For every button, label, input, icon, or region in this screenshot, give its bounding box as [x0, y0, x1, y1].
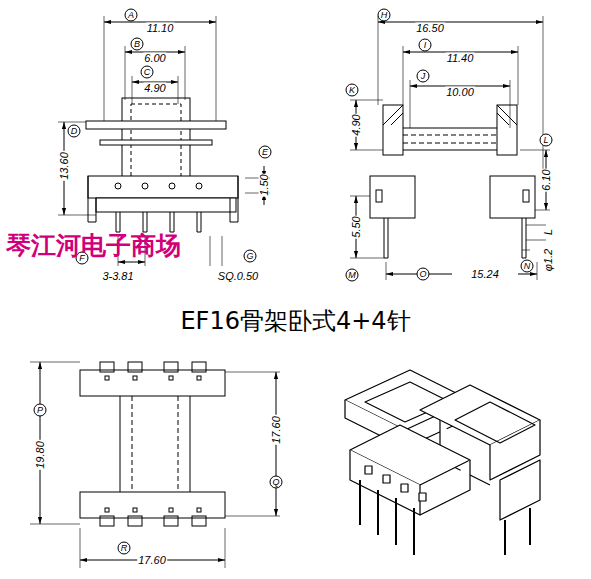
dimension-value: 17.60 — [271, 415, 282, 445]
drawing-line — [164, 362, 178, 372]
drawing-line — [169, 183, 175, 189]
callout-letter: C — [141, 66, 154, 79]
callout-letter: H — [378, 9, 391, 22]
drawing-line — [104, 16, 216, 122]
dimension-value: 4.90 — [143, 83, 166, 94]
drawing-line — [384, 218, 526, 258]
callout-letter: P — [34, 404, 47, 417]
drawing-line — [378, 16, 543, 176]
drawing-line — [365, 466, 426, 501]
callout-letter: O — [417, 268, 430, 281]
drawing-line — [88, 176, 238, 198]
dimension-value: 16.50 — [415, 23, 445, 34]
callout-letter: I — [419, 39, 432, 52]
dimension-value: 15.24 — [470, 269, 500, 280]
drawing-line — [88, 176, 238, 222]
drawing-line — [80, 370, 225, 396]
callout-letter: N — [521, 260, 534, 273]
isometric-view — [345, 370, 540, 555]
callout-letter: G — [244, 250, 257, 263]
drawing-line — [128, 362, 142, 372]
drawing-line — [420, 460, 470, 515]
dimension-value: φ1.2 — [543, 248, 554, 272]
drawing-line — [120, 396, 190, 492]
callout-letter: E — [259, 146, 272, 159]
dimension-value: 6.10 — [541, 168, 552, 191]
front-view — [58, 16, 270, 266]
dimension-value: 11.40 — [446, 53, 475, 64]
drawing-line — [169, 376, 173, 380]
drawing-line — [455, 402, 535, 443]
drawing-line — [197, 376, 201, 380]
drawing-line — [490, 176, 535, 218]
drawing-line — [518, 274, 537, 275]
dimension-value: 19.80 — [35, 440, 46, 470]
callout-letter: L — [540, 134, 553, 147]
dimension-value: 6.00 — [143, 53, 166, 64]
watermark: 琴江河电子商场 — [6, 233, 181, 258]
callout-letter: B — [131, 38, 144, 51]
drawing-line — [403, 135, 497, 143]
callout-letter: J — [417, 70, 430, 83]
drawing-line — [100, 516, 114, 526]
callout-letter: A — [125, 9, 138, 22]
drawing-title: EF16骨架卧式4+4针 — [0, 305, 591, 337]
callout-letter: M — [346, 269, 359, 282]
drawing-line — [505, 508, 530, 555]
dimension-value: 4.90 — [351, 113, 362, 136]
drawing-line — [497, 105, 517, 125]
drawing-line — [115, 183, 121, 189]
dimension-value: 17.60 — [137, 555, 167, 566]
drawing-line — [133, 376, 137, 380]
dimension-value: 1.50 — [259, 173, 270, 196]
drawing-line — [500, 460, 540, 520]
drawing-line — [132, 396, 178, 492]
drawing-line — [383, 105, 403, 125]
dimension-value: 10.00 — [445, 87, 475, 98]
dimension-value: SQ.0.50 — [217, 271, 259, 282]
drawing-line — [30, 362, 280, 568]
drawing-line — [350, 100, 550, 258]
drawing-line — [164, 516, 178, 526]
dimension-value: 13.60 — [59, 151, 70, 181]
drawing-line — [80, 492, 225, 518]
drawing-line — [497, 105, 517, 155]
callout-letter: Q — [270, 476, 283, 489]
drawing-line — [142, 183, 148, 189]
drawing-line — [386, 262, 537, 280]
drawing-line — [378, 22, 543, 23]
dimension-value: 5.50 — [351, 215, 362, 238]
drawing-line — [96, 198, 236, 212]
drawing-line — [128, 516, 142, 526]
callout-letter: K — [346, 84, 359, 97]
dimension-value: 3-3.81 — [101, 271, 134, 282]
drawing-line — [105, 376, 109, 380]
drawing-line — [523, 190, 529, 202]
drawing-line — [169, 508, 173, 512]
top-view — [30, 362, 280, 568]
drawing-line — [192, 362, 206, 372]
drawing-line — [383, 105, 403, 155]
drawing-line — [131, 104, 181, 188]
drawing-line — [100, 140, 212, 145]
dimension-value: 11.10 — [146, 23, 175, 34]
drawing-line — [403, 128, 497, 150]
drawing-line — [370, 176, 415, 218]
side-view — [350, 16, 550, 280]
drawing-line — [376, 190, 382, 202]
dimension-value: L — [543, 228, 554, 236]
drawing-line — [118, 262, 145, 263]
callout-letter: R — [118, 542, 131, 555]
drawing-line — [100, 362, 114, 372]
drawing-line — [197, 508, 201, 512]
drawing-line — [133, 508, 137, 512]
callout-letter: D — [68, 125, 81, 138]
drawing-line — [105, 508, 109, 512]
drawing-line — [192, 516, 206, 526]
drawing-line — [86, 121, 226, 129]
drawing-line — [196, 183, 202, 189]
drawing-line — [116, 212, 201, 232]
